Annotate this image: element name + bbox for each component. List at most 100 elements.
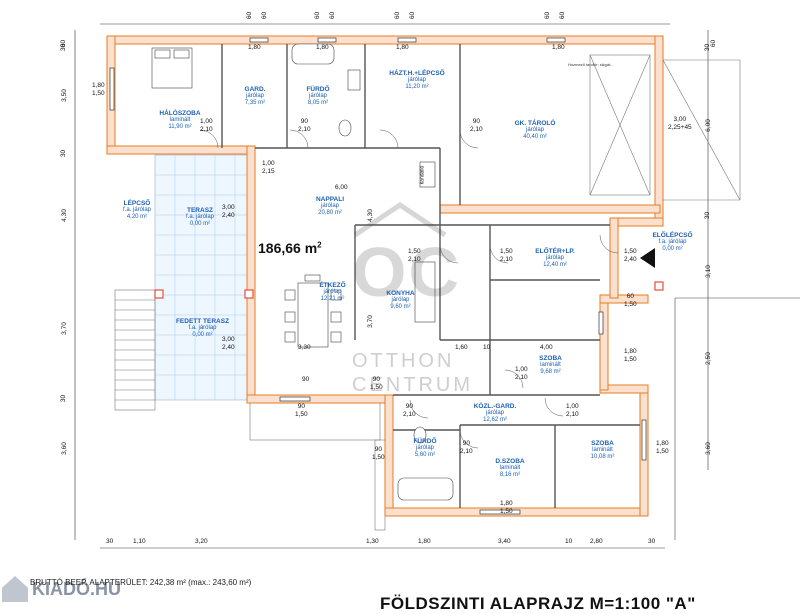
door-swings: [199, 129, 619, 449]
top-dim: 60: [329, 11, 337, 20]
top-dim: 60: [394, 11, 402, 20]
left-dim: 30: [60, 43, 68, 52]
window-label: 1,80: [552, 44, 565, 51]
bottom-dim: 30: [106, 538, 114, 545]
garage-note: Hozmező tarotör: sikgát...: [568, 62, 614, 67]
entry-arrow-icon: [640, 248, 655, 268]
bottom-dim: 1,30: [366, 538, 379, 545]
interior-walls: [221, 44, 640, 508]
house-icon: [2, 576, 28, 602]
top-dim: 60: [710, 39, 718, 48]
left-dim: 4,30: [60, 209, 68, 222]
exterior-walls: [106, 35, 664, 517]
top-dim: 60: [409, 11, 417, 20]
left-dim: 30: [60, 149, 68, 158]
kandallo-label: kandalló: [419, 165, 426, 185]
bottom-dim: 3,20: [195, 538, 208, 545]
dim-430: 4,30: [366, 209, 374, 222]
window-label: 1,80: [396, 44, 409, 51]
watermark-logo: [353, 201, 447, 238]
footer: KIADÓ.HU BRUTTÓ BEEP. ALAPTERÜLET: 242,3…: [0, 568, 800, 613]
top-dim: 60: [261, 11, 269, 20]
left-dim: 30: [60, 394, 68, 403]
right-dim: 30: [704, 43, 712, 52]
watermark-letters: OC: [352, 233, 461, 311]
bottom-dim: 2,80: [590, 538, 603, 545]
left-dim: 3,60: [60, 442, 68, 455]
bottom-dim: 1,80: [418, 538, 431, 545]
left-dim: 3,50: [60, 89, 68, 102]
dim-400: 4,00: [540, 344, 553, 351]
brutto-area: BRUTTÓ BEEP. ALAPTERÜLET: 242,38 m² (max…: [30, 578, 252, 587]
dimension-lines: [74, 23, 709, 549]
right-dim: 3,60: [704, 442, 712, 455]
dim-160: 1,60: [455, 344, 468, 351]
dim-10: 10: [483, 344, 491, 351]
top-dim: 60: [559, 11, 567, 20]
kiado-logo[interactable]: KIADÓ.HU: [2, 570, 121, 608]
watermark-line1: OTTHON: [352, 350, 455, 372]
bottom-dim: 10: [565, 538, 573, 545]
top-dim: 60: [246, 11, 254, 20]
dim-90: 90: [302, 376, 310, 383]
dim-330: 3,30: [298, 344, 311, 351]
window-marks: [109, 37, 647, 515]
bottom-dim: 1,10: [133, 538, 146, 545]
garage-outline: [589, 54, 741, 201]
terrace-area: [154, 154, 251, 401]
right-dim: 6,00: [704, 119, 712, 132]
bottom-dim: 30: [648, 538, 656, 545]
window-label: 1,80: [316, 44, 329, 51]
dim-370: 3,70: [366, 315, 374, 328]
plan-title: FÖLDSZINTI ALAPRAJZ M=1:100 "A": [380, 594, 696, 613]
window-label: 1,80: [248, 44, 261, 51]
right-dim: 3,10: [704, 265, 712, 278]
total-area-label: 186,66 m2: [258, 240, 322, 256]
right-dim: 30: [704, 211, 712, 220]
bottom-dim: 3,40: [498, 538, 511, 545]
left-dim: 3,70: [60, 322, 68, 335]
nappali-width-dim: 6,00: [335, 184, 348, 191]
right-dim: 2,50: [704, 352, 712, 365]
furniture: [151, 43, 454, 501]
